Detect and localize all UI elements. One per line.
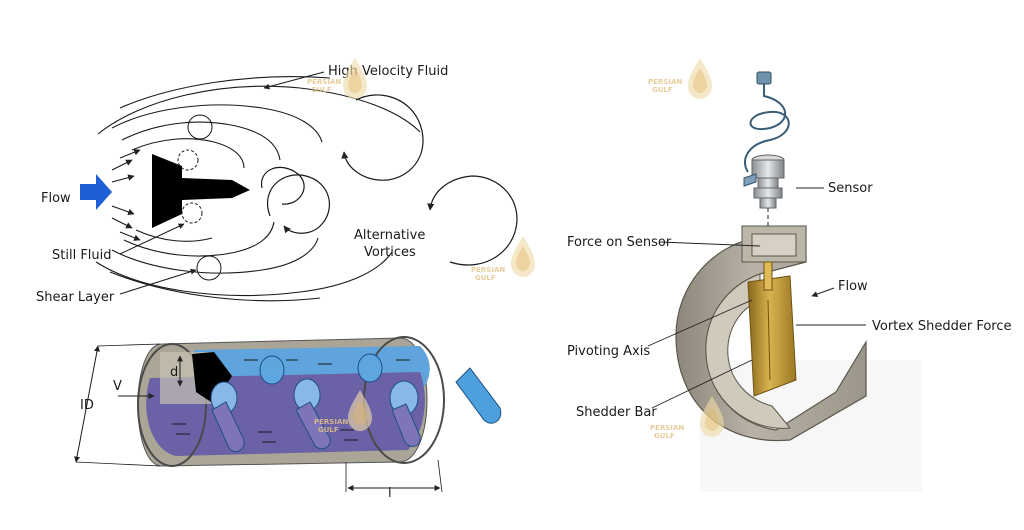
svg-text:GULF: GULF bbox=[311, 86, 332, 94]
svg-text:PERSIAN: PERSIAN bbox=[314, 418, 348, 426]
vortex-upper-right bbox=[341, 94, 424, 181]
sensor-head bbox=[751, 159, 785, 179]
watermark-logo: PERSIAN GULF PERSIAN GULF PERSIAN GULF P… bbox=[307, 58, 724, 440]
vortex-lower bbox=[267, 174, 331, 234]
shedder-assembly-panel: Sensor Force on Sensor Flow Vortex Shedd… bbox=[567, 71, 1012, 492]
label-v: V bbox=[113, 379, 122, 394]
svg-text:PERSIAN: PERSIAN bbox=[471, 266, 505, 274]
label-force-on-sensor: Force on Sensor bbox=[567, 235, 672, 250]
leader-still-fluid bbox=[119, 223, 185, 255]
svg-text:GULF: GULF bbox=[318, 426, 339, 434]
sensor-body bbox=[759, 197, 777, 209]
flow-marks bbox=[172, 359, 410, 443]
meter-bore bbox=[705, 273, 791, 429]
shedder-bar bbox=[747, 275, 797, 397]
streamlines bbox=[95, 76, 421, 302]
flow-direction-arrow bbox=[811, 287, 835, 297]
svg-text:GULF: GULF bbox=[652, 86, 673, 94]
flow-arrow-icon bbox=[80, 174, 112, 210]
label-d: d bbox=[170, 365, 178, 380]
label-sensor: Sensor bbox=[828, 181, 873, 196]
still-fluid-zone-bottom bbox=[181, 202, 203, 224]
label-vortices: Vortices bbox=[364, 245, 416, 260]
sensor-stem bbox=[763, 261, 773, 291]
bluff-body bbox=[152, 154, 250, 228]
sensor-cable bbox=[743, 80, 790, 173]
svg-text:GULF: GULF bbox=[475, 274, 496, 282]
vortex-scrolls bbox=[210, 353, 502, 453]
leader-high-velocity bbox=[263, 71, 325, 90]
dimension-id bbox=[74, 345, 100, 463]
label-id: ID bbox=[80, 398, 94, 413]
svg-text:GULF: GULF bbox=[654, 432, 675, 440]
vortex-lower-right bbox=[427, 175, 518, 266]
leader-force-on-sensor bbox=[659, 241, 761, 247]
cable-connector bbox=[756, 71, 772, 85]
shear-eddy-bottom bbox=[196, 255, 222, 281]
leader-shedder-bar bbox=[651, 359, 753, 409]
svg-text:PERSIAN: PERSIAN bbox=[648, 78, 682, 86]
inflow-arrows bbox=[111, 149, 141, 241]
leader-shear-layer bbox=[119, 268, 197, 295]
shear-eddy-top bbox=[187, 114, 213, 140]
label-still-fluid: Still Fluid bbox=[52, 248, 112, 263]
svg-text:PERSIAN: PERSIAN bbox=[307, 78, 341, 86]
vortex-street-panel: High Velocity Fluid Flow Still Fluid She… bbox=[36, 64, 518, 305]
svg-text:PERSIAN: PERSIAN bbox=[650, 424, 684, 432]
label-alternative: Alternative bbox=[354, 228, 425, 243]
bar-centerline bbox=[767, 299, 771, 381]
leader-pivoting-axis bbox=[647, 299, 753, 347]
label-flow: Flow bbox=[41, 191, 71, 206]
pipe-section-panel: d V ID l bbox=[74, 336, 502, 501]
label-vortex-shedder-force: Vortex Shedder Force bbox=[872, 319, 1012, 334]
sensor-port bbox=[743, 173, 757, 187]
label-shedder-bar: Shedder Bar bbox=[576, 405, 657, 420]
still-fluid-zone-top bbox=[177, 149, 199, 171]
vortex-small bbox=[260, 166, 305, 205]
label-l: l bbox=[388, 486, 392, 501]
pipe-end-left bbox=[137, 343, 207, 467]
label-flow-right: Flow bbox=[838, 279, 868, 294]
label-shear-layer: Shear Layer bbox=[36, 290, 115, 305]
label-pivoting-axis: Pivoting Axis bbox=[567, 344, 650, 359]
